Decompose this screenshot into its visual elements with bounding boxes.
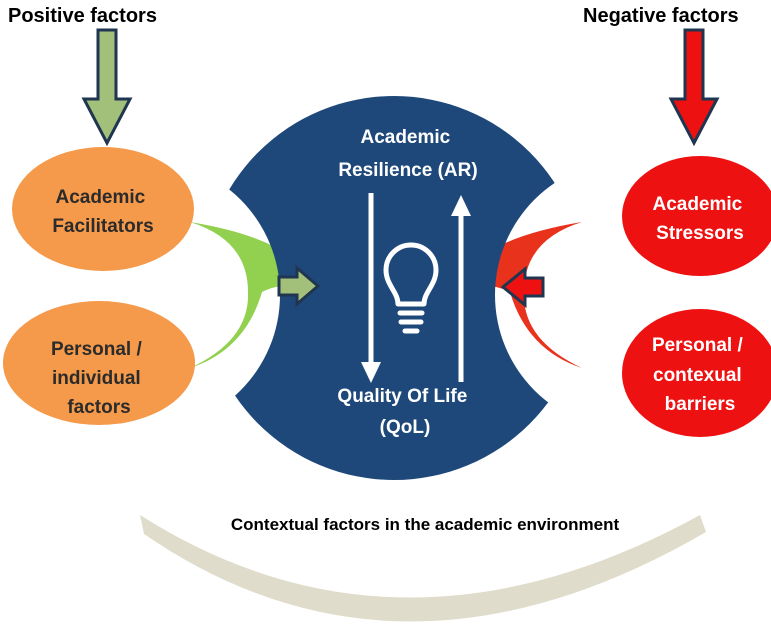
svg-text:Academic Facilitators: Academic Facilitators xyxy=(52,187,153,237)
facilitators-line-2: Facilitators xyxy=(52,216,153,237)
qol-label: Quality Of Life (QoL) xyxy=(337,386,472,438)
personal-contexual-line-2: contexual xyxy=(653,365,742,386)
negative-factors-heading: Negative factors xyxy=(583,5,739,27)
lightbulb-icon xyxy=(383,242,439,334)
environment-label: Contextual factors in the academic envir… xyxy=(231,515,620,534)
environment-arc xyxy=(140,515,706,622)
personal-contexual-node: Personal / contexual barriers xyxy=(622,309,771,437)
resilience-label: Academic Resilience (AR) xyxy=(338,127,477,181)
stressors-line-1: Academic xyxy=(652,194,742,215)
positive-down-arrow xyxy=(81,28,133,147)
downward-flow-arrow xyxy=(361,193,381,383)
personal-individual-line-1: Personal / xyxy=(51,339,143,360)
negative-down-arrow xyxy=(668,28,720,147)
svg-text:Personal / individual: Personal / individual factors xyxy=(51,339,147,418)
qol-label-line-2: (QoL) xyxy=(380,417,431,438)
stressors-line-2: Stressors xyxy=(656,223,744,244)
upward-flow-arrow xyxy=(451,195,471,382)
negative-inward-arrow xyxy=(500,265,545,309)
personal-individual-line-3: factors xyxy=(67,397,130,418)
positive-inward-arrow xyxy=(277,264,321,308)
qol-label-line-1: Quality Of Life xyxy=(337,386,467,407)
resilience-label-line-2: Resilience (AR) xyxy=(338,160,477,181)
personal-contexual-line-1: Personal / xyxy=(652,335,744,356)
personal-individual-node: Personal / individual factors xyxy=(3,301,195,425)
personal-contexual-line-3: barriers xyxy=(665,394,736,415)
personal-individual-line-2: individual xyxy=(52,368,141,389)
academic-stressors-node: Academic Stressors xyxy=(622,156,771,276)
positive-factors-heading: Positive factors xyxy=(8,5,157,27)
academic-facilitators-node: Academic Facilitators xyxy=(12,147,194,271)
svg-text:Personal / contexual: Personal / contexual barriers xyxy=(652,335,748,415)
resilience-label-line-1: Academic xyxy=(360,127,450,148)
svg-text:Academic Stressors: Academic Stressors xyxy=(652,194,747,244)
facilitators-line-1: Academic xyxy=(55,187,145,208)
